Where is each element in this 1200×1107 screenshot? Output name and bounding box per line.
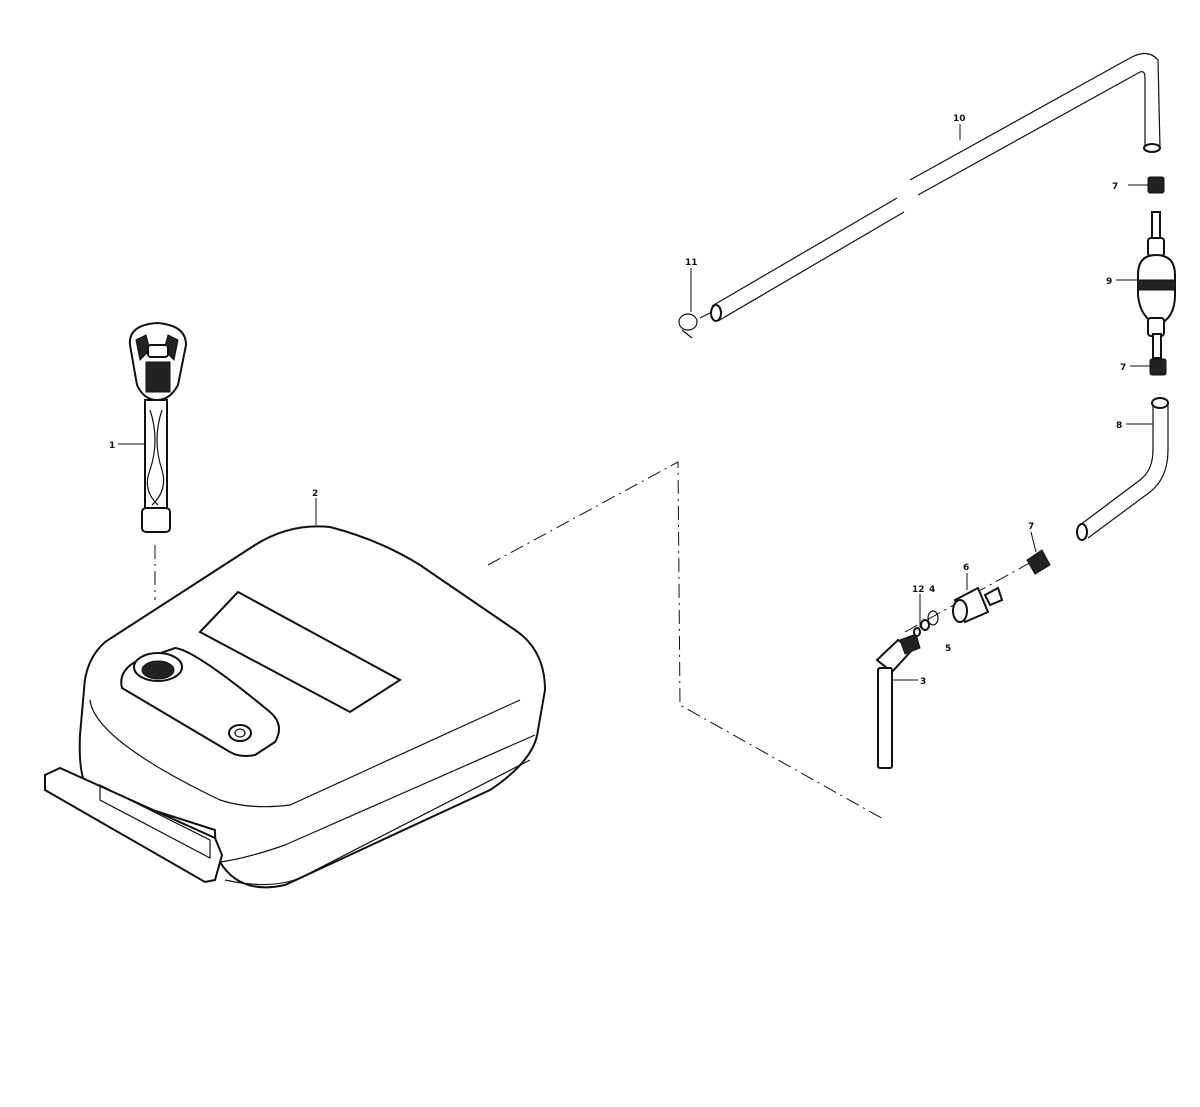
washer	[920, 619, 930, 631]
callout-10: 10	[953, 114, 966, 124]
callout-8: 8	[1116, 421, 1122, 431]
hose-clip	[678, 268, 698, 339]
callout-7-top: 7	[1112, 182, 1118, 192]
hose-clamp-top	[1128, 176, 1165, 194]
callout-12: 12	[912, 585, 925, 595]
fuel-gauge-assembly	[118, 321, 188, 533]
hose-clamp-bottom	[1026, 549, 1051, 575]
callout-5: 5	[945, 644, 951, 654]
pickup-tube	[875, 633, 921, 769]
callout-9: 9	[1106, 277, 1112, 287]
small-washer	[913, 627, 921, 637]
callout-7-middle: 7	[1120, 363, 1126, 373]
o-ring	[927, 610, 939, 626]
fuel-hose-upper	[710, 52, 1161, 322]
leader-7-bottom	[1030, 531, 1037, 553]
primer-bulb	[1116, 211, 1176, 359]
callout-1: 1	[109, 441, 115, 451]
callout-6: 6	[963, 563, 969, 573]
hose-clamp-middle	[1130, 358, 1167, 376]
callout-11: 11	[685, 258, 698, 268]
fuel-hose-lower	[1076, 397, 1169, 541]
centerline-connector	[904, 559, 1036, 633]
callout-3: 3	[920, 677, 926, 687]
centerline-tank-to-pickup	[487, 461, 886, 821]
callout-2: 2	[312, 489, 318, 499]
callout-4: 4	[929, 585, 935, 595]
fuel-tank	[44, 498, 547, 889]
tank-connector	[952, 586, 1004, 624]
callout-7-bottom: 7	[1028, 522, 1034, 532]
